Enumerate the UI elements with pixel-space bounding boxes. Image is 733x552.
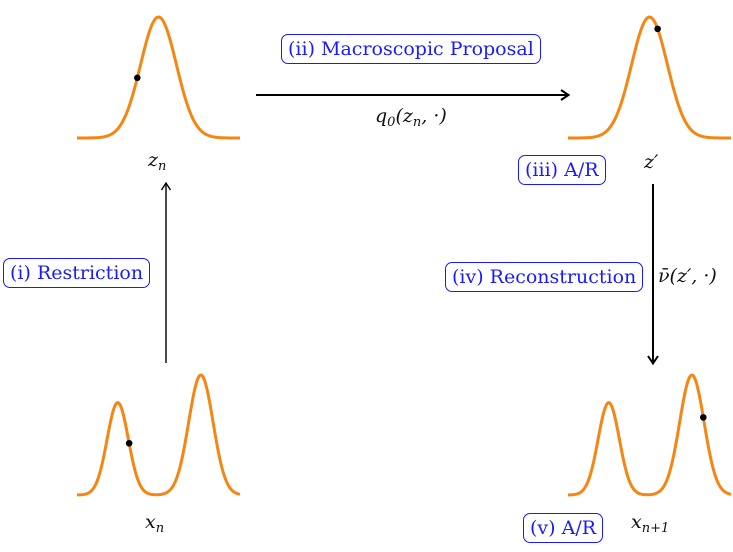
reconstruction-arrow — [647, 184, 659, 366]
density-curve-xn — [76, 373, 241, 497]
x-n-plus-1-label: xn+1 — [631, 511, 670, 536]
sample-point-zn — [134, 74, 141, 82]
nu-bar-kernel-label: ν̄(z′, ·) — [658, 265, 717, 287]
sample-point-xn1 — [699, 414, 707, 421]
sample-point-z-prime — [654, 25, 661, 33]
macroscopic-proposal-label: (ii) Macroscopic Proposal — [281, 34, 541, 64]
ar-top-label: (iii) A/R — [518, 155, 606, 185]
density-curve-z-prime — [567, 15, 732, 140]
reconstruction-label: (iv) Reconstruction — [445, 262, 644, 292]
proposal-arrow — [256, 89, 571, 101]
restriction-arrow — [160, 181, 172, 363]
sample-point-xn — [125, 439, 133, 447]
q0-kernel-label: q0(zn, ·) — [375, 105, 447, 130]
density-curve-xn1 — [567, 373, 732, 497]
ar-bottom-label: (v) A/R — [523, 513, 604, 543]
restriction-label: (i) Restriction — [3, 258, 151, 288]
z-prime-label: z′ — [644, 151, 659, 173]
density-curve-zn — [76, 15, 241, 140]
z-n-label: zn — [148, 149, 167, 174]
x-n-label: xn — [145, 511, 165, 536]
